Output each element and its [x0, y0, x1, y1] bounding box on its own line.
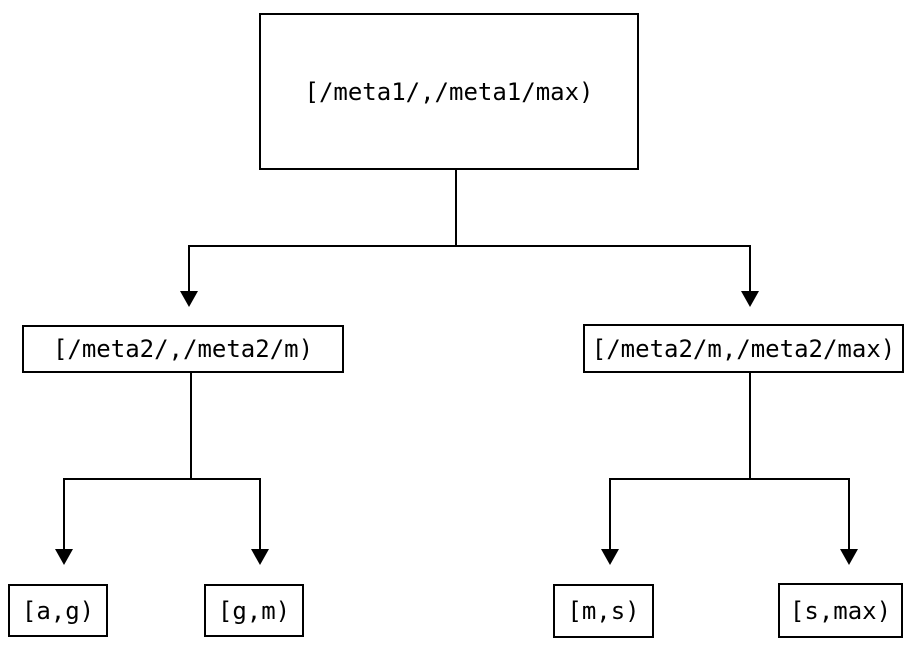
- node-root: [/meta1/,/meta1/max): [259, 13, 639, 170]
- edge-left-to-ag-line: [63, 478, 65, 549]
- arrowhead-down-icon: [601, 549, 619, 565]
- node-leaf-gm-label: [g,m): [217, 596, 291, 625]
- arrowhead-down-icon: [840, 549, 858, 565]
- node-leaf-ms-label: [m,s): [567, 597, 640, 625]
- edge-right-stub-line: [749, 373, 751, 479]
- edge-left-to-gm-line: [259, 478, 261, 549]
- edge-right-to-ms-line: [609, 478, 611, 549]
- arrowhead-down-icon: [741, 291, 759, 307]
- edge-root-horizontal-line: [188, 245, 751, 247]
- node-left-child: [/meta2/,/meta2/m): [22, 325, 344, 373]
- edge-right-to-smax-line: [848, 478, 850, 549]
- node-leaf-smax: [s,max): [778, 583, 903, 638]
- node-right-child-label: [/meta2/m,/meta2/max): [591, 334, 896, 363]
- node-root-label: [/meta1/,/meta1/max): [304, 77, 594, 106]
- node-right-child: [/meta2/m,/meta2/max): [583, 324, 904, 373]
- edge-root-stub-line: [455, 170, 457, 246]
- arrowhead-down-icon: [55, 549, 73, 565]
- edge-left-stub-line: [190, 373, 192, 479]
- node-leaf-ag: [a,g): [8, 584, 108, 637]
- node-leaf-ms: [m,s): [553, 584, 654, 638]
- node-leaf-ag-label: [a,g): [21, 596, 95, 625]
- node-leaf-gm: [g,m): [204, 584, 304, 637]
- node-leaf-smax-label: [s,max): [789, 596, 892, 625]
- edge-left-horizontal-line: [63, 478, 261, 480]
- edge-root-to-right-line: [749, 245, 751, 291]
- arrowhead-down-icon: [180, 291, 198, 307]
- node-left-child-label: [/meta2/,/meta2/m): [52, 335, 314, 363]
- edge-right-horizontal-line: [609, 478, 850, 480]
- edge-root-to-left-line: [188, 245, 190, 291]
- arrowhead-down-icon: [251, 549, 269, 565]
